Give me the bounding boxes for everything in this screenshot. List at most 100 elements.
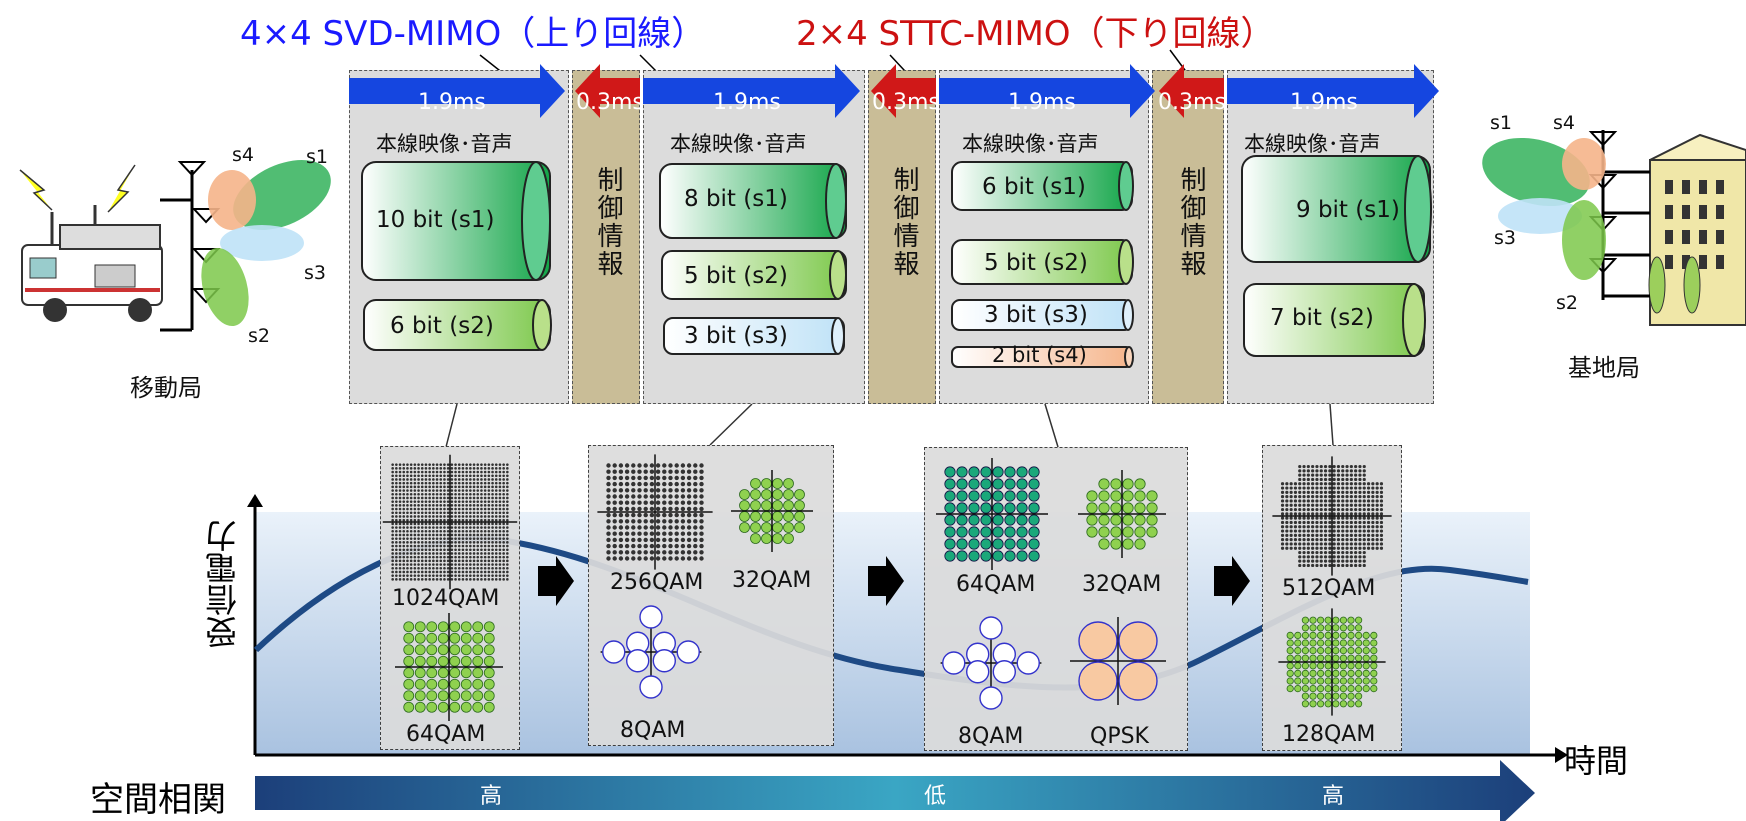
constellation-point [1289,482,1293,486]
constellation-point [498,544,502,548]
constellation-point [395,504,398,507]
constellation-point [446,515,450,518]
constellation-point [693,543,698,549]
constellation-point [491,496,494,500]
constellation-point [643,475,648,481]
constellation-point [414,701,426,713]
constellation-point [403,701,415,713]
constellation-point [992,538,1004,550]
constellation-point [618,531,624,536]
constellation-point [391,470,394,474]
constellation-point [1286,669,1294,678]
constellation-point [956,466,968,478]
constellation-point [1323,520,1328,525]
constellation-point [420,544,424,548]
constellation-point [435,515,439,518]
constellation-point [1110,514,1122,526]
constellation-point [1371,546,1375,550]
constellation-point [1324,669,1332,678]
constellation-point [413,533,417,537]
constellation-point [449,701,461,713]
constellation-point [465,566,468,570]
constellation-point [680,543,686,549]
constellation-point [662,469,667,474]
constellation-point [680,556,686,561]
constellation-point [637,475,642,481]
constellation-point [1371,507,1375,512]
constellation-point [395,559,398,563]
constellation-point [1110,490,1122,502]
constellation-point [439,552,443,555]
constellation-point [420,492,424,496]
constellation-point [1332,469,1336,473]
constellation-point [693,519,698,524]
constellation-point [450,470,454,474]
constellation-point [1358,469,1362,473]
constellation-point [483,563,487,566]
constellation-point [450,526,454,529]
constellation-point [417,570,420,574]
constellation-point [432,559,435,563]
constellation-point [398,492,402,496]
constellation-point [413,548,417,552]
constellation-point [668,475,673,481]
constellation-point [1306,495,1310,499]
constellation-point [794,500,805,511]
constellation-point [428,533,431,537]
constellation-point [1375,512,1379,516]
constellation-point [1358,559,1362,563]
constellation-point [662,488,667,493]
constellation-point [443,529,446,533]
constellation-point [1379,533,1384,537]
constellation-point [435,481,439,485]
constellation-point [506,544,509,548]
constellation-point [395,500,398,503]
constellation-point [1349,473,1353,477]
constellation-point [450,481,454,485]
constellation-point [443,552,446,555]
constellation-point [491,507,494,511]
constellation-point [649,512,655,518]
constellation-point [1285,542,1289,546]
constellation-point [1311,555,1315,559]
constellation-point [420,467,424,470]
constellation-point [643,500,648,505]
constellation-point [1134,502,1146,514]
constellation-point [631,481,636,487]
constellation-point [502,481,505,485]
constellation-point [446,470,450,474]
constellation-point [1319,486,1323,490]
modulation-label: 1024QAM [392,586,500,611]
constellation-point [469,529,472,533]
constellation-point [439,526,443,529]
constellation-point [469,541,472,544]
constellation-point [406,555,409,559]
constellation-point [446,574,450,577]
constellation-point [693,469,698,474]
constellation-point [1375,533,1379,537]
constellation-point [1004,538,1016,550]
constellation-point [465,474,468,478]
constellation-point [662,519,667,524]
slot-duration-label: 1.9ms [713,90,781,115]
constellation-point [461,489,465,492]
constellation-point [491,555,494,559]
constellation-point [435,511,439,515]
constellation-point [606,537,611,543]
constellation-point [446,485,450,489]
constellation-point [446,492,450,496]
constellation-point [502,489,505,492]
constellation-point [1332,555,1336,559]
constellation-point [391,467,394,470]
constellation-point [506,485,509,489]
constellation-point [1319,473,1323,477]
constellation-point [457,492,461,496]
constellation-point [391,478,394,481]
constellation-point [487,552,491,555]
constellation-point [417,526,420,529]
constellation-point [413,566,417,570]
constellation-point [437,655,449,667]
constellation-point [420,474,424,478]
constellation-point [631,506,636,512]
constellation-point [1302,495,1306,499]
